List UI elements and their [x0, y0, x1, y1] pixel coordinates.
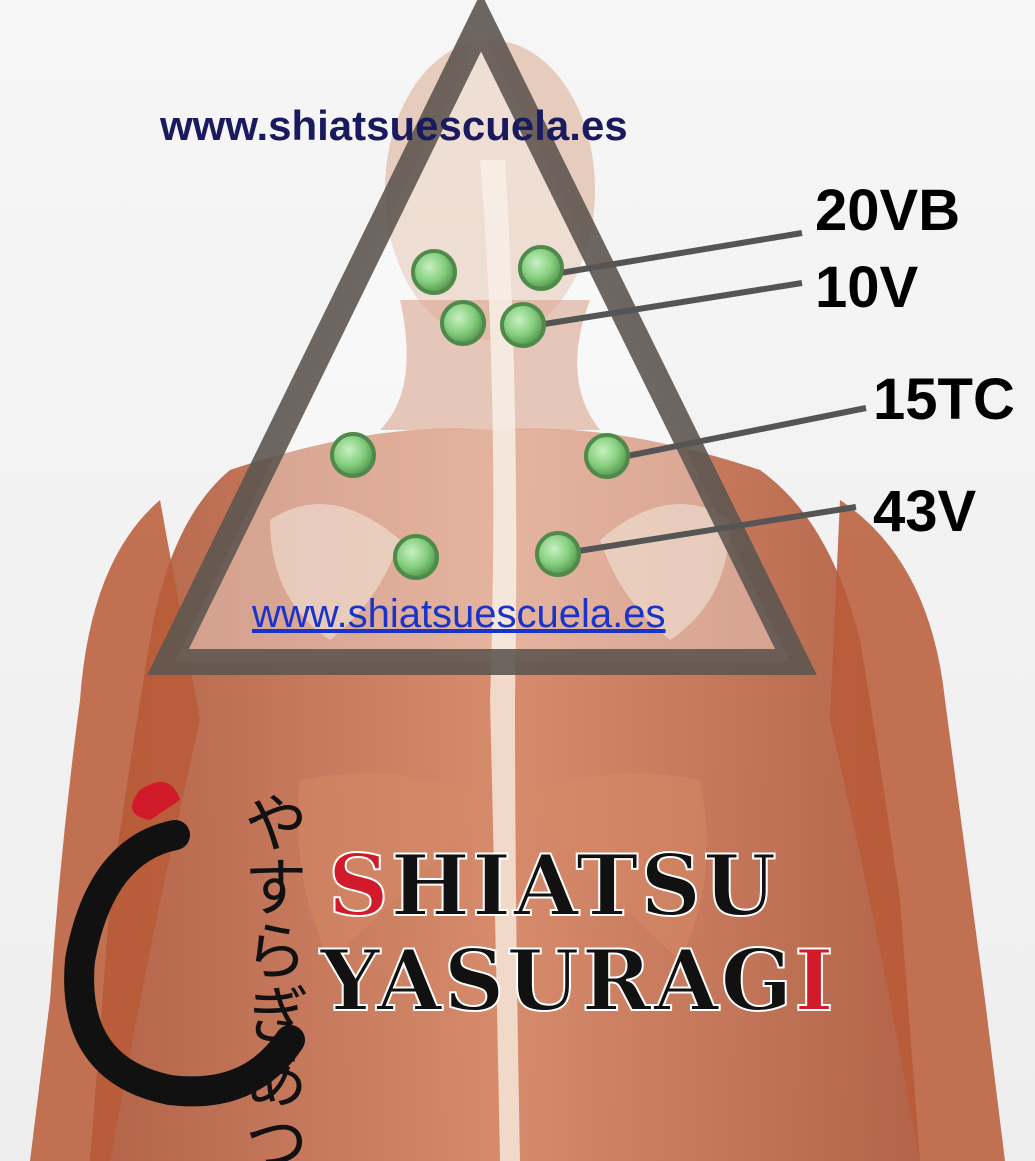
- label-43v: 43V: [873, 479, 977, 544]
- label-10v: 10V: [815, 255, 919, 320]
- logo-line2-last: I: [794, 931, 835, 1030]
- label-20vb: 20VB: [815, 178, 960, 243]
- logo-japanese: やすらぎあつ: [233, 790, 307, 1161]
- watermark-text: www.shiatsuescuela.es: [159, 102, 628, 149]
- point-20vb-right: [520, 247, 562, 289]
- logo-line2-main: YASURAG: [319, 931, 794, 1030]
- point-10v-left: [442, 302, 484, 344]
- logo-line1-rest: HIATSU: [391, 836, 779, 935]
- point-10v-right: [502, 304, 544, 346]
- logo-line1: SHIATSU: [328, 836, 778, 935]
- logo-line2: YASURAGI: [319, 931, 836, 1030]
- point-20vb-left: [413, 251, 455, 293]
- point-43v-left: [395, 536, 437, 578]
- logo-line1-first: S: [328, 836, 391, 935]
- school-website-link[interactable]: www.shiatsuescuela.es: [252, 592, 666, 637]
- point-15tc-left: [332, 434, 374, 476]
- label-15tc: 15TC: [873, 367, 1015, 432]
- point-43v-right: [537, 533, 579, 575]
- point-15tc-right: [586, 435, 628, 477]
